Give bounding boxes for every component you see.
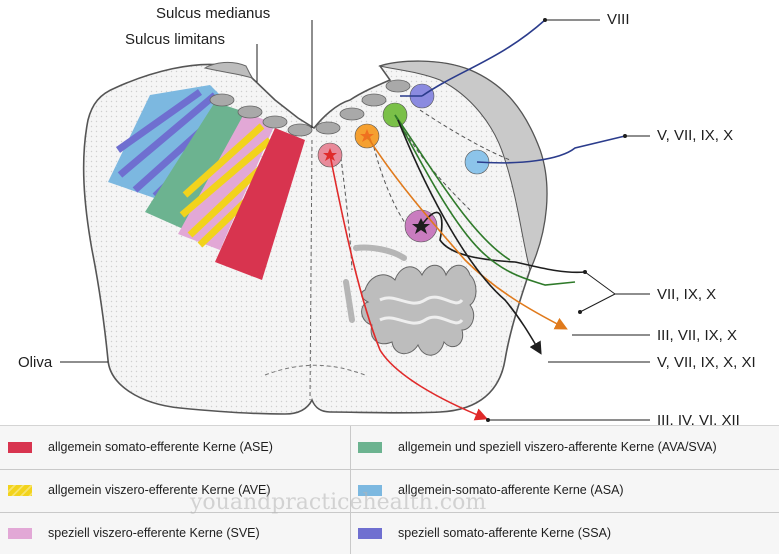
nerve-label-iii-vii-ix-x: III, VII, IX, X [657, 327, 738, 344]
ase-column [215, 128, 305, 280]
legend-text-sve: speziell viszero-efferente Kerne (SVE) [48, 526, 260, 540]
sulcus-limitans-label: Sulcus limitans [125, 31, 226, 48]
legend-text-ssa: speziell somato-afferente Kerne (SSA) [398, 526, 612, 540]
pyramid-boundary [264, 364, 366, 376]
legend-item-asa: allgemein-somato-afferente Kerne (ASA) [358, 477, 624, 503]
inferior-olive [361, 264, 477, 356]
legend-item-ase: allgemein somato-efferente Kerne (ASE) [8, 434, 273, 460]
midline [309, 139, 313, 401]
nucleus-columns-left [108, 85, 305, 280]
legend-swatch-asa [358, 484, 382, 496]
nerve-label-viii: VIII [607, 11, 630, 28]
legend-swatch-sve [8, 527, 32, 539]
nerve-label-vii-ix-x: VII, IX, X [657, 286, 717, 303]
legend-text-asa: allgemein-somato-afferente Kerne (ASA) [398, 483, 624, 497]
nerve-label-v-vii-ix-x-xi: V, VII, IX, X, XI [657, 354, 756, 371]
accessory-olive-2 [343, 279, 355, 323]
accessory-olive-1 [353, 244, 407, 261]
legend-swatch-ase [8, 441, 32, 453]
legend-item-ssa: speziell somato-afferente Kerne (SSA) [358, 520, 611, 546]
legend-swatch-ave [8, 484, 32, 496]
ava-sva-column [145, 102, 245, 232]
left-posterior-ridge [203, 61, 253, 79]
nerve-label-v-vii-ix-x: V, VII, IX, X [657, 127, 734, 144]
sulcus-medianus-label: Sulcus medianus [156, 5, 271, 22]
legend-text-ava-sva: allgemein und speziell viszero-afferente… [398, 440, 717, 454]
legend-item-sve: speziell viszero-efferente Kerne (SVE) [8, 520, 260, 546]
leader-dots [486, 18, 627, 422]
leader-lines [60, 20, 650, 421]
cerebellar-peduncle-cap [378, 60, 548, 272]
brainstem-cross-section [60, 18, 650, 422]
floor-bumps [209, 79, 411, 137]
legend-swatch-ava-sva [358, 441, 382, 453]
legend-item-ava-sva: allgemein und speziell viszero-afferente… [358, 434, 717, 460]
legend-text-ave: allgemein viszero-efferente Kerne (AVE) [48, 483, 271, 497]
oliva-label: Oliva [18, 354, 53, 371]
legend-swatch-ssa [358, 527, 382, 539]
fiber-tracts [329, 19, 650, 421]
nerve-label-iii-iv-vi-xii: III, IV, VI, XII [657, 412, 740, 429]
legend: allgemein somato-efferente Kerne (ASE) a… [0, 425, 779, 554]
legend-text-ase: allgemein somato-efferente Kerne (ASE) [48, 440, 273, 454]
legend-item-ave: allgemein viszero-efferente Kerne (AVE) [8, 477, 271, 503]
